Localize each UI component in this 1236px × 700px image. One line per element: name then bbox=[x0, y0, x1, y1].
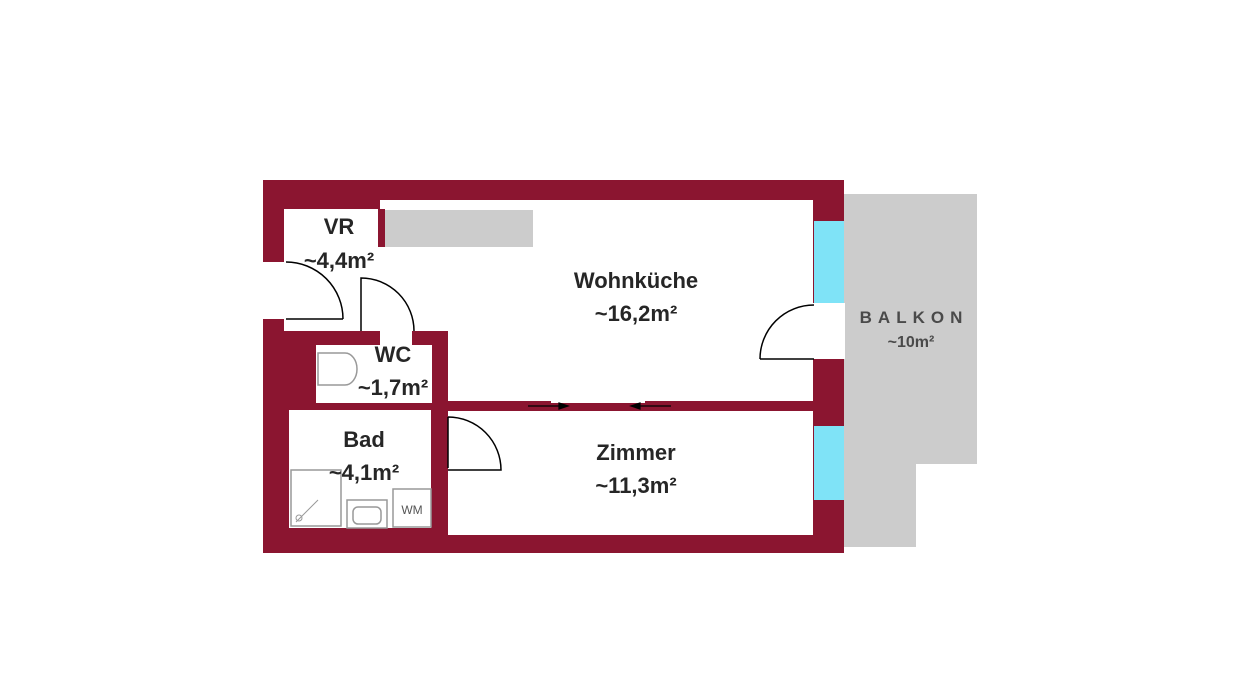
balcony-door-opening bbox=[812, 303, 845, 359]
wohnkueche-name: Wohnküche bbox=[574, 268, 698, 293]
bad-name: Bad bbox=[343, 427, 385, 452]
wc-wall-right bbox=[432, 331, 448, 410]
window-zimmer bbox=[814, 426, 844, 500]
bad-door-swing bbox=[447, 416, 502, 471]
balcony-area bbox=[843, 194, 977, 547]
sink-icon bbox=[346, 499, 388, 529]
wohnkueche-area: ~16,2m² bbox=[595, 301, 678, 326]
balkon-area: ~10m² bbox=[888, 334, 935, 351]
window-wohnkueche bbox=[814, 221, 844, 303]
toilet-icon bbox=[317, 352, 358, 386]
vr-wohnkueche-wall bbox=[378, 209, 385, 247]
washing-machine-label: WM bbox=[401, 503, 422, 517]
wc-name: WC bbox=[375, 342, 412, 367]
balcony-door-swing bbox=[759, 304, 815, 360]
sliding-door-arrows bbox=[528, 402, 671, 410]
kitchen-counter bbox=[385, 210, 533, 247]
wall-segment-left bbox=[448, 401, 551, 411]
vr-name: VR bbox=[324, 214, 355, 239]
wc-area: ~1,7m² bbox=[358, 375, 428, 400]
zimmer-area: ~11,3m² bbox=[595, 473, 676, 498]
washing-machine-icon: WM bbox=[392, 488, 432, 528]
entrance-door-swing bbox=[285, 261, 344, 320]
wc-door-swing bbox=[360, 277, 415, 332]
zimmer-floor bbox=[448, 411, 813, 535]
wall-segment-right bbox=[645, 401, 813, 411]
zimmer-name: Zimmer bbox=[596, 440, 676, 465]
bad-area: ~4,1m² bbox=[329, 460, 399, 485]
entrance-opening bbox=[262, 262, 286, 319]
shower-icon bbox=[290, 469, 342, 527]
balkon-name: BALKON bbox=[860, 308, 969, 327]
vr-area: ~4,4m² bbox=[304, 248, 374, 273]
bad-wall-right bbox=[431, 468, 448, 535]
